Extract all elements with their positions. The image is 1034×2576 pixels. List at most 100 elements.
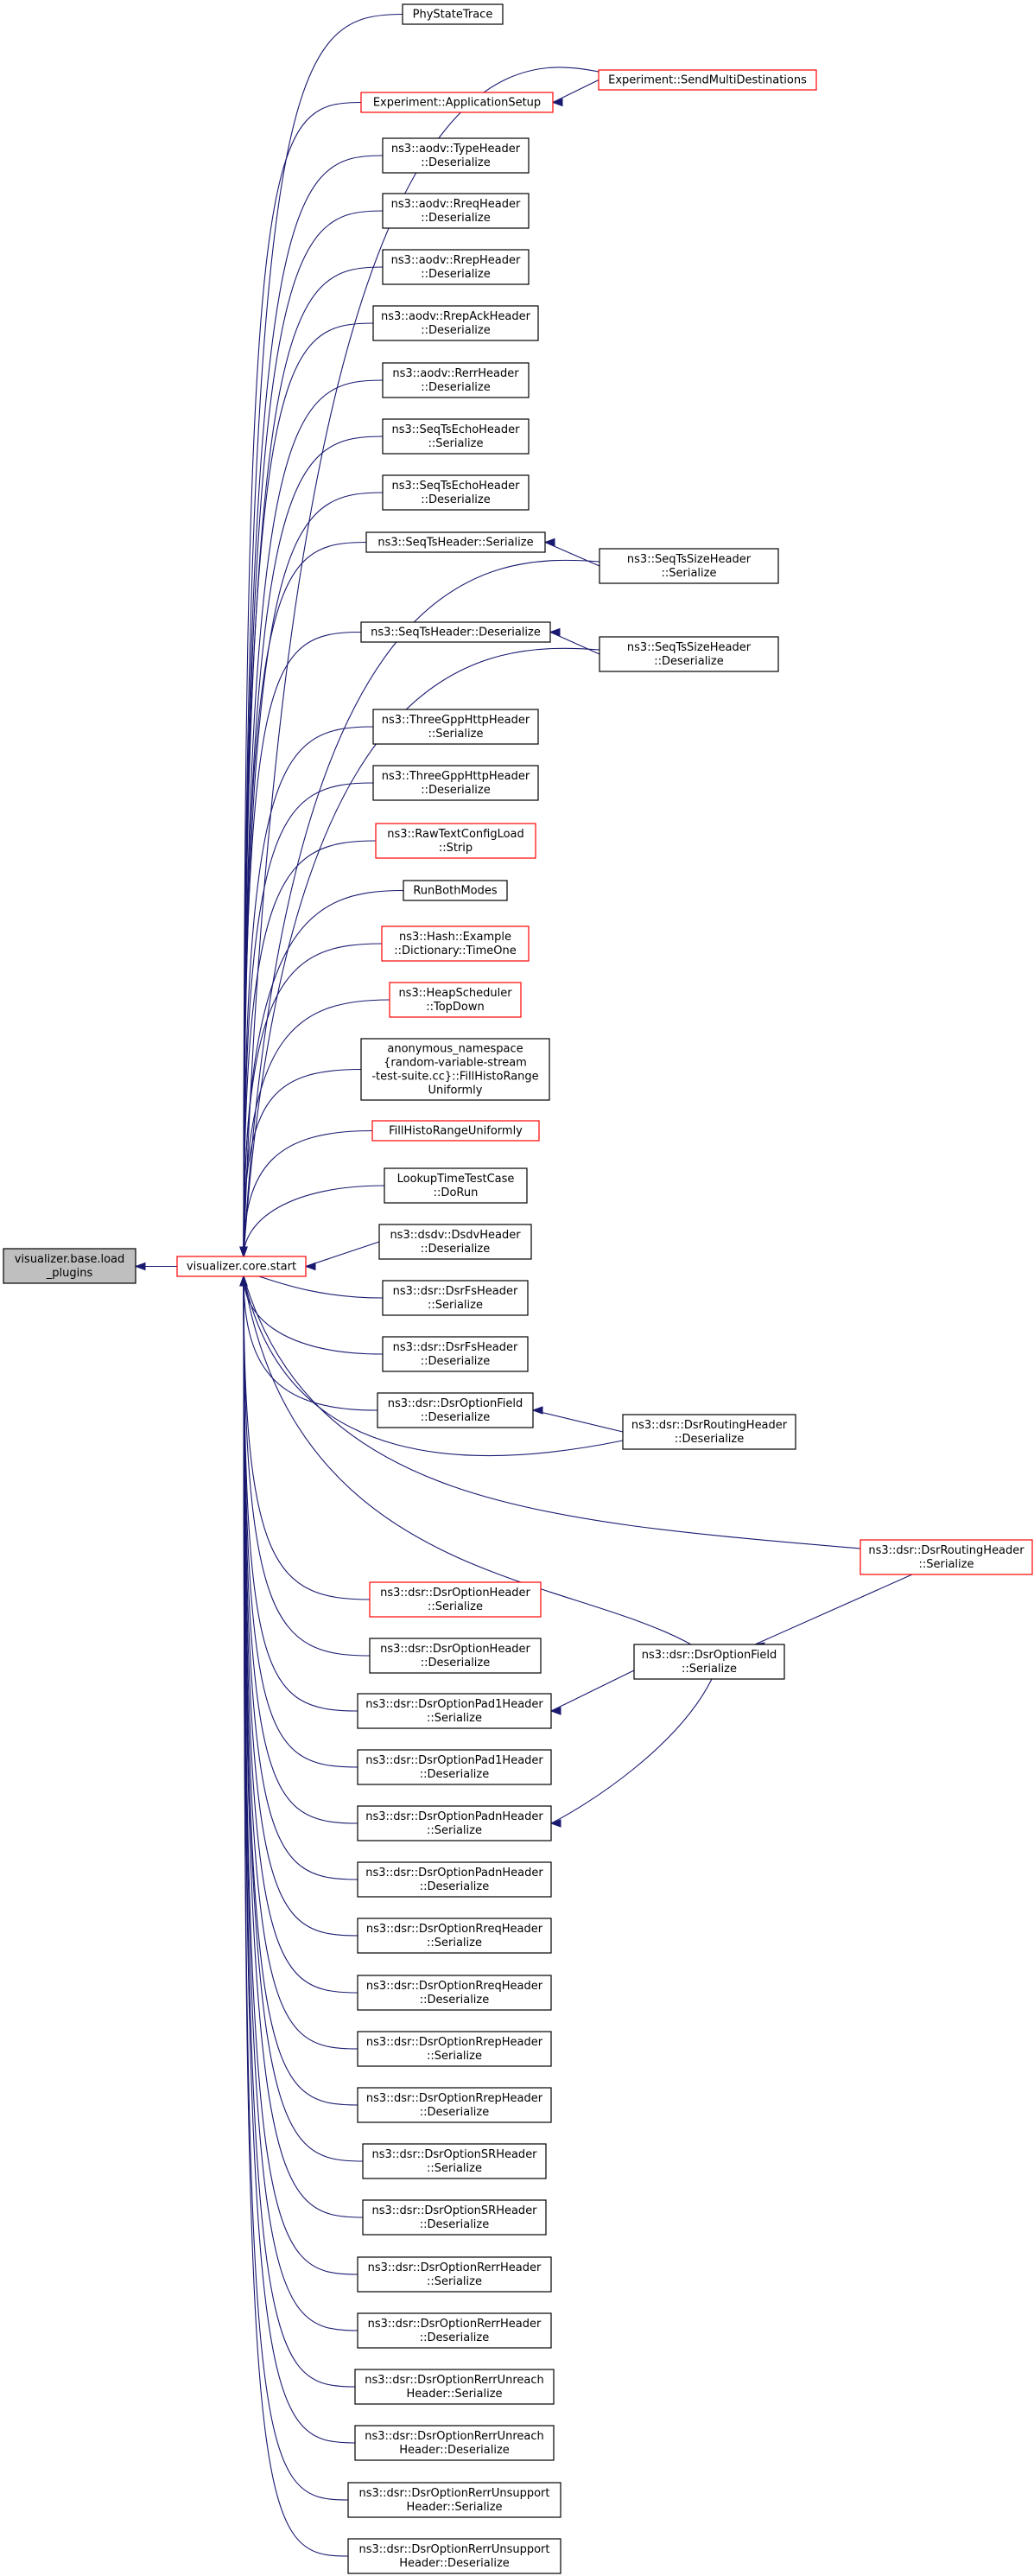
node-dsdv_des[interactable]: ns3::dsdv::DsdvHeader::Deserialize: [378, 1224, 532, 1260]
node-unreach_des[interactable]: ns3::dsr::DsrOptionRerrUnreachHeader::De…: [354, 2425, 555, 2461]
node-dsrfs_ser[interactable]: ns3::dsr::DsrFsHeader::Serialize: [382, 1280, 529, 1316]
node-core_start[interactable]: visualizer.core.start: [176, 1256, 307, 1277]
node-label: ::Deserialize: [420, 2106, 490, 2119]
edge-optfield_des-to-core_start: [243, 1275, 378, 1411]
node-box: [382, 249, 530, 285]
node-aodv_rerr[interactable]: ns3::aodv::RerrHeader::Deserialize: [382, 362, 530, 398]
edge-hash_example-to-core_start: [243, 943, 383, 1257]
node-label: ns3::dsr::DsrFsHeader: [393, 1285, 518, 1298]
node-hash_example[interactable]: ns3::Hash::Example::Dictionary::TimeOne: [381, 925, 530, 962]
node-seqtssize_des[interactable]: ns3::SeqTsSizeHeader::Deserialize: [599, 636, 779, 672]
node-padn_des[interactable]: ns3::dsr::DsrOptionPadnHeader::Deseriali…: [357, 1861, 552, 1898]
node-sr_ser[interactable]: ns3::dsr::DsrOptionSRHeader::Serialize: [362, 2143, 547, 2179]
node-fillhisto[interactable]: FillHistoRangeUniformly: [371, 1120, 540, 1142]
node-seqtsecho_ser[interactable]: ns3::SeqTsEchoHeader::Serialize: [382, 418, 530, 455]
node-optfield_des[interactable]: ns3::dsr::DsrOptionField::Deserialize: [377, 1392, 534, 1428]
node-phystatetrace[interactable]: PhyStateTrace: [402, 3, 504, 25]
node-box: [357, 1861, 552, 1898]
node-label: ::Serialize: [427, 2050, 482, 2063]
node-label: ns3::ThreeGppHttpHeader: [382, 714, 530, 727]
node-unsupport_des[interactable]: ns3::dsr::DsrOptionRerrUnsupportHeader::…: [347, 2538, 561, 2574]
node-http_des[interactable]: ns3::ThreeGppHttpHeader::Deserialize: [372, 765, 539, 801]
node-aodv_rreq[interactable]: ns3::aodv::RreqHeader::Deserialize: [382, 193, 530, 229]
node-box: [362, 2199, 547, 2236]
node-anon_fill[interactable]: anonymous_namespace{random-variable-stre…: [360, 1038, 550, 1101]
node-unsupport_ser[interactable]: ns3::dsr::DsrOptionRerrUnsupportHeader::…: [347, 2482, 561, 2518]
node-box: [357, 1918, 552, 1954]
node-label: ns3::RawTextConfigLoad: [387, 828, 524, 841]
edge-unsupport_ser-to-core_start: [243, 1275, 349, 2501]
node-unreach_ser[interactable]: ns3::dsr::DsrOptionRerrUnreachHeader::Se…: [354, 2369, 555, 2405]
edge-pad1_des-to-core_start: [243, 1275, 358, 1768]
node-heapsched[interactable]: ns3::HeapScheduler::TopDown: [389, 982, 522, 1018]
node-label: ::Serialize: [428, 728, 484, 741]
node-label: ns3::dsr::DsrOptionRerrUnreach: [365, 2374, 544, 2387]
node-label: ::Serialize: [427, 1712, 482, 1725]
nodes-layer: visualizer.base.load_plugins visualizer.c…: [3, 3, 1033, 2574]
node-http_ser[interactable]: ns3::ThreeGppHttpHeader::Serialize: [372, 709, 539, 745]
node-opthdr_des[interactable]: ns3::dsr::DsrOptionHeader::Deserialize: [369, 1638, 542, 1674]
node-seqtssize_ser[interactable]: ns3::SeqTsSizeHeader::Serialize: [599, 548, 779, 584]
edge-padn_des-to-core_start: [243, 1275, 358, 1880]
node-rawtext[interactable]: ns3::RawTextConfigLoad::Strip: [375, 823, 536, 859]
node-label: ::Serialize: [427, 2162, 482, 2175]
node-box: [599, 636, 779, 672]
node-label: ns3::dsr::DsrOptionPad1Header: [365, 1754, 543, 1767]
edge-routinghdr_ser-to-optfield_ser: [754, 1574, 913, 1645]
node-box: [381, 925, 530, 962]
node-box: [384, 1167, 528, 1204]
edge-aodv_rrepack-to-core_start: [243, 322, 374, 1257]
node-label: ns3::dsr::DsrOptionRerrHeader: [368, 2261, 542, 2274]
node-label: ::Deserialize: [675, 1433, 745, 1446]
node-rrep_des[interactable]: ns3::dsr::DsrOptionRrepHeader::Deseriali…: [357, 2087, 552, 2123]
edge-http_ser-to-core_start: [243, 726, 374, 1257]
arrowhead: [239, 1246, 248, 1258]
node-pad1_ser[interactable]: ns3::dsr::DsrOptionPad1Header::Serialize: [357, 1693, 552, 1729]
node-aodv_rrep[interactable]: ns3::aodv::RrepHeader::Deserialize: [382, 249, 530, 285]
node-opthdr_ser[interactable]: ns3::dsr::DsrOptionHeader::Serialize: [369, 1581, 542, 1618]
edge-rreq_des-to-core_start: [243, 1275, 358, 1994]
node-routinghdr_des[interactable]: ns3::dsr::DsrRoutingHeader::Deserialize: [622, 1414, 796, 1450]
node-runboth[interactable]: RunBothModes: [403, 880, 508, 901]
node-app_setup[interactable]: Experiment::ApplicationSetup: [360, 92, 554, 113]
node-box: [382, 1280, 529, 1316]
edge-opthdr_des-to-core_start: [243, 1275, 371, 1657]
node-label: ns3::dsr::DsrOptionHeader: [380, 1587, 530, 1600]
node-routinghdr_ser[interactable]: ns3::dsr::DsrRoutingHeader::Serialize: [860, 1539, 1033, 1575]
node-load_plugins[interactable]: visualizer.base.load_plugins: [3, 1248, 136, 1284]
node-rreq_ser[interactable]: ns3::dsr::DsrOptionRreqHeader::Serialize: [357, 1918, 552, 1954]
node-sr_des[interactable]: ns3::dsr::DsrOptionSRHeader::Deserialize: [362, 2199, 547, 2236]
node-label: ::Deserialize: [421, 268, 491, 281]
node-dsrfs_des[interactable]: ns3::dsr::DsrFsHeader::Deserialize: [382, 1336, 529, 1372]
node-lookuptime[interactable]: LookupTimeTestCase::DoRun: [384, 1167, 528, 1204]
arrowhead: [551, 98, 563, 107]
node-send_multi[interactable]: Experiment::SendMultiDestinations: [598, 69, 817, 91]
node-pad1_des[interactable]: ns3::dsr::DsrOptionPad1Header::Deseriali…: [357, 1749, 552, 1785]
arrowhead: [549, 627, 561, 637]
node-box: [354, 2425, 555, 2461]
node-label: ::Deserialize: [421, 784, 491, 797]
node-seqts_ser[interactable]: ns3::SeqTsHeader::Serialize: [365, 531, 546, 553]
arrowhead: [549, 1707, 561, 1715]
edge-opthdr_ser-to-core_start: [243, 1275, 371, 1600]
node-rerr_des[interactable]: ns3::dsr::DsrOptionRerrHeader::Deseriali…: [357, 2312, 552, 2349]
node-aodv_type[interactable]: ns3::aodv::TypeHeader::Deserialize: [382, 137, 530, 174]
node-box: [371, 1120, 540, 1142]
node-rreq_des[interactable]: ns3::dsr::DsrOptionRreqHeader::Deseriali…: [357, 1975, 552, 2011]
node-box: [354, 2369, 555, 2405]
node-seqtsecho_des[interactable]: ns3::SeqTsEchoHeader::Deserialize: [382, 474, 530, 511]
node-label: Experiment::SendMultiDestinations: [608, 74, 807, 87]
node-padn_ser[interactable]: ns3::dsr::DsrOptionPadnHeader::Serialize: [357, 1805, 552, 1841]
node-box: [360, 92, 554, 113]
node-box: [357, 2087, 552, 2123]
node-optfield_ser[interactable]: ns3::dsr::DsrOptionField::Serialize: [633, 1644, 785, 1680]
node-box: [372, 765, 539, 801]
node-seqts_des[interactable]: ns3::SeqTsHeader::Deserialize: [360, 621, 551, 643]
node-rrep_ser[interactable]: ns3::dsr::DsrOptionRrepHeader::Serialize: [357, 2031, 552, 2067]
node-label: Header::Deserialize: [399, 2444, 510, 2457]
node-label: ns3::dsr::DsrRoutingHeader: [868, 1544, 1024, 1557]
node-aodv_rrepack[interactable]: ns3::aodv::RrepAckHeader::Deserialize: [372, 305, 539, 341]
node-rerr_ser[interactable]: ns3::dsr::DsrOptionRerrHeader::Serialize: [357, 2256, 552, 2293]
node-box: [382, 137, 530, 174]
